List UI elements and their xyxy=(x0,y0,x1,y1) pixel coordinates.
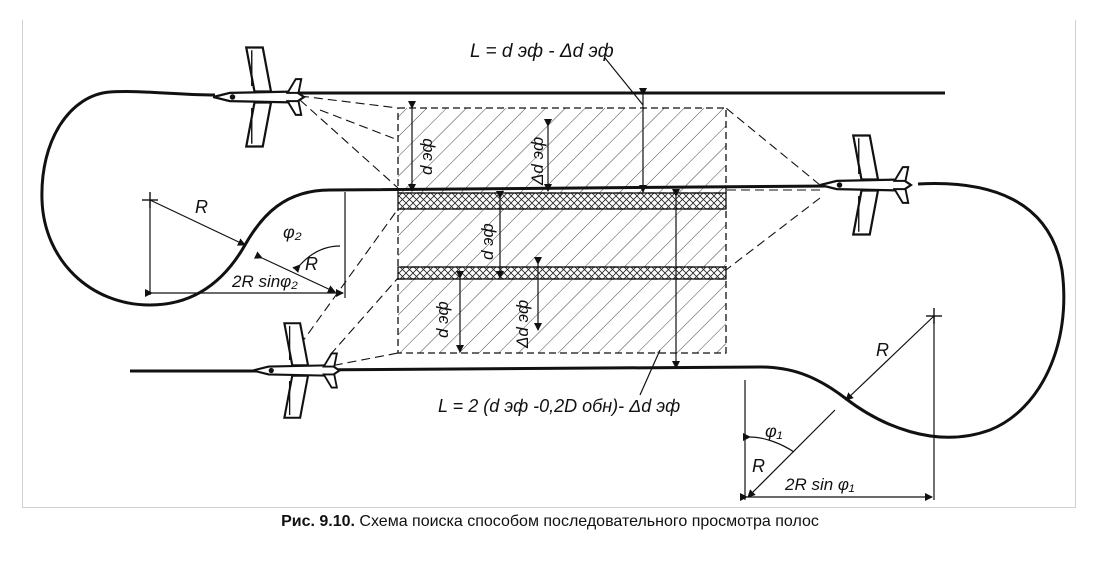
label-d-ef-1: d эф xyxy=(417,138,436,175)
track-top xyxy=(40,90,831,307)
label-d-ef-2: d эф xyxy=(478,223,497,260)
label-phi1: φ₁ xyxy=(765,421,783,441)
search-strips xyxy=(397,107,727,354)
label-2r-sin-phi1: 2R sin φ₁ xyxy=(784,475,854,494)
label-l-bottom: L = 2 (d эф -0,2D обн)- Δd эф xyxy=(438,396,680,416)
strip-middle xyxy=(397,208,727,268)
center-marks xyxy=(142,192,942,324)
figure-caption: Рис. 9.10. Схема поиска способом последо… xyxy=(0,513,1100,531)
strip-top xyxy=(397,107,727,194)
label-phi2: φ₂ xyxy=(283,222,302,242)
aircraft-right xyxy=(819,134,913,236)
label-2r-sin-phi2: 2R sinφ₂ xyxy=(231,272,298,291)
label-delta-d-ef-1: Δd эф xyxy=(528,137,547,186)
label-r-right-1: R xyxy=(876,340,889,360)
label-delta-d-ef-2: Δd эф xyxy=(513,300,532,349)
track-right-loop xyxy=(299,182,1066,439)
label-r-left-2: R xyxy=(305,254,318,274)
overlap-band-1 xyxy=(397,192,727,210)
overlap-band-2 xyxy=(397,266,727,280)
view-lines xyxy=(299,95,821,369)
dimensions xyxy=(145,57,935,501)
search-pattern-diagram: L = d эф - Δd эф L = 2 (d эф -0,2D обн)-… xyxy=(40,41,1066,501)
aircraft-top-left xyxy=(212,46,306,148)
caption-number: Рис. 9.10. xyxy=(281,513,355,530)
caption-text: Схема поиска способом последовательного … xyxy=(354,513,819,530)
aircraft-bottom-left xyxy=(251,322,341,419)
figure-frame xyxy=(22,20,1076,508)
flight-path xyxy=(40,90,1066,439)
label-l-top: L = d эф - Δd эф xyxy=(470,41,614,62)
label-r-right-2: R xyxy=(752,456,765,476)
label-r-left-1: R xyxy=(195,197,208,217)
label-d-ef-3: d эф xyxy=(433,301,452,338)
strip-bottom xyxy=(397,278,727,354)
